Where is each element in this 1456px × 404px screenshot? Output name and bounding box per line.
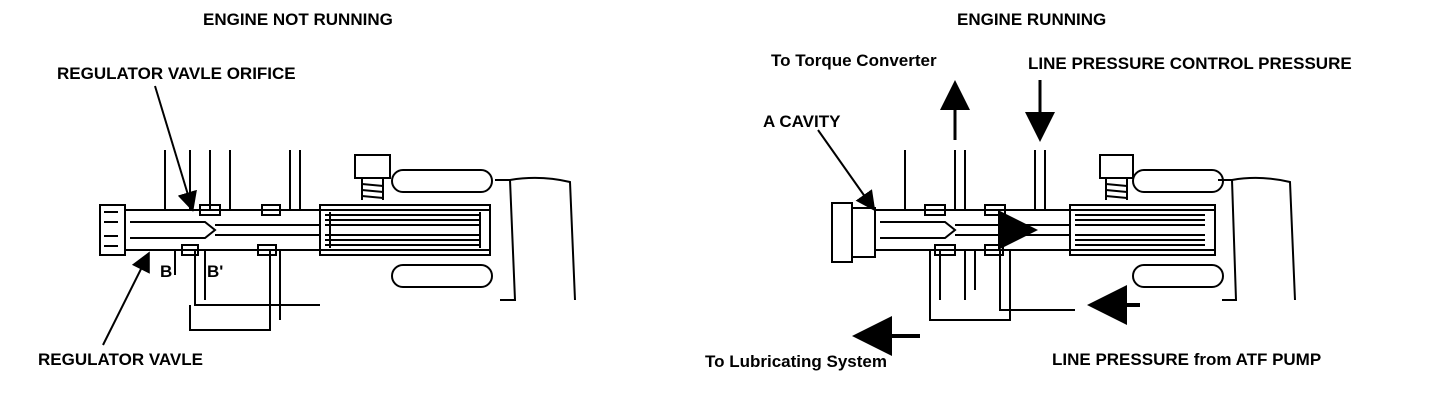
a-cavity-label: A CAVITY	[763, 112, 841, 131]
lubricating-system-label: To Lubricating System	[705, 352, 887, 371]
left-valve-body	[99, 150, 576, 331]
right-panel-title: ENGINE RUNNING	[957, 10, 1107, 29]
right-valve-body	[831, 150, 1296, 321]
regulator-valve-orifice-label: REGULATOR VAVLE ORIFICE	[57, 64, 296, 83]
left-panel-title: ENGINE NOT RUNNING	[203, 10, 393, 29]
port-b-label: B	[160, 262, 173, 281]
orifice-leader-arrow	[154, 85, 197, 212]
port-b-prime-label: B'	[207, 262, 224, 281]
regulator-valve-label: REGULATOR VAVLE	[38, 350, 203, 369]
valve-leader-arrow	[102, 251, 150, 346]
torque-converter-label: To Torque Converter	[771, 51, 937, 70]
line-pressure-control-label: LINE PRESSURE CONTROL PRESSURE	[1028, 54, 1352, 73]
cavity-leader-arrow	[817, 129, 876, 212]
line-pressure-pump-label: LINE PRESSURE from ATF PUMP	[1052, 350, 1322, 369]
